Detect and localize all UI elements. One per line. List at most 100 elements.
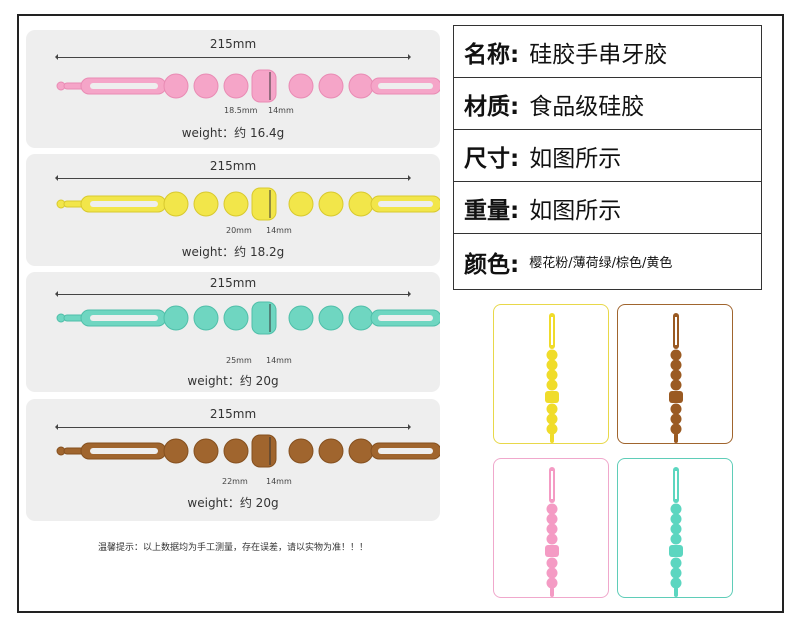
bead xyxy=(670,577,682,589)
photo-yellow xyxy=(493,304,609,444)
bead xyxy=(223,305,249,331)
bead xyxy=(193,305,219,331)
spec-row-weight: 重量: 如图所示 xyxy=(454,182,761,234)
product-card-brown: 215mm 22mm 14mm weight：约 20g xyxy=(26,399,440,521)
loop-hole xyxy=(378,201,433,207)
bead xyxy=(546,533,558,545)
spec-label: 名称: xyxy=(464,41,520,68)
spec-row-name: 名称: 硅胶手串牙胶 xyxy=(454,26,761,78)
bead xyxy=(670,349,682,361)
spec-row-material: 材质: 食品级硅胶 xyxy=(454,78,761,130)
bead xyxy=(546,577,558,589)
cord xyxy=(550,587,554,597)
spec-label: 材质: xyxy=(464,93,520,120)
bead xyxy=(670,403,682,415)
spec-label: 尺寸: xyxy=(464,145,520,172)
bead xyxy=(670,379,682,391)
length-arrow xyxy=(55,424,411,430)
bead xyxy=(670,567,682,579)
bead xyxy=(546,523,558,535)
bead xyxy=(318,305,344,331)
bead xyxy=(670,523,682,535)
center-charm xyxy=(251,301,277,335)
bead xyxy=(670,557,682,569)
product-card-yellow: 215mm 20mm 14mm weight：约 18.2g xyxy=(26,154,440,266)
cord xyxy=(674,587,678,597)
spec-label: 颜色: xyxy=(464,251,520,278)
narrow-dimension: 14mm xyxy=(266,226,292,235)
loop-hole xyxy=(675,317,677,345)
length-arrow xyxy=(55,175,411,181)
photo-mint xyxy=(617,458,733,598)
spec-row-color: 颜色: 樱花粉/薄荷绿/棕色/黄色 xyxy=(454,234,761,289)
length-arrow xyxy=(55,291,411,297)
bead xyxy=(546,349,558,361)
center-charm xyxy=(251,434,277,468)
bracelet-brown xyxy=(56,434,440,468)
bead xyxy=(670,533,682,545)
spec-row-size: 尺寸: 如图所示 xyxy=(454,130,761,182)
vertical-bracelet-image xyxy=(669,467,683,597)
bead xyxy=(670,503,682,515)
bead xyxy=(546,413,558,425)
spec-label: 重量: xyxy=(464,197,520,224)
length-label: 215mm xyxy=(209,37,257,51)
length-arrow xyxy=(55,54,411,60)
outer-frame xyxy=(17,14,784,613)
spec-value: 硅胶手串牙胶 xyxy=(529,41,668,68)
spec-value: 食品级硅胶 xyxy=(529,93,645,120)
product-card-mint: 215mm 25mm 14mm weight：约 20g xyxy=(26,272,440,392)
wide-dimension: 18.5mm xyxy=(224,106,258,115)
bead xyxy=(223,191,249,217)
bead xyxy=(163,73,189,99)
bead xyxy=(193,438,219,464)
bead xyxy=(288,438,314,464)
bracelet-yellow xyxy=(56,187,440,221)
loop-hole xyxy=(551,317,553,345)
vertical-bracelet-image xyxy=(545,313,559,443)
weight-label: weight：约 20g xyxy=(187,496,279,510)
vertical-bracelet-image xyxy=(545,467,559,597)
center-charm xyxy=(545,391,559,403)
bead xyxy=(288,73,314,99)
spec-value: 如图所示 xyxy=(529,145,622,172)
weight-label: weight：约 20g xyxy=(187,374,279,388)
wide-dimension: 25mm xyxy=(226,356,252,365)
bracelet-pink xyxy=(56,69,440,103)
loop-hole xyxy=(90,83,158,89)
bead xyxy=(348,191,374,217)
bead xyxy=(193,191,219,217)
bead xyxy=(223,438,249,464)
bead xyxy=(348,438,374,464)
loop-hole xyxy=(378,83,433,89)
bead xyxy=(670,413,682,425)
bead xyxy=(546,557,558,569)
spec-table: 名称: 硅胶手串牙胶 材质: 食品级硅胶 尺寸: 如图所示 重量: 如图所示 颜… xyxy=(453,25,762,290)
bead xyxy=(288,191,314,217)
center-charm xyxy=(669,391,683,403)
length-label: 215mm xyxy=(209,407,257,421)
bead xyxy=(546,359,558,371)
wide-dimension: 20mm xyxy=(226,226,252,235)
loop-hole xyxy=(378,315,433,321)
narrow-dimension: 14mm xyxy=(268,106,294,115)
length-label: 215mm xyxy=(209,276,257,290)
center-charm xyxy=(251,187,277,221)
wide-dimension: 22mm xyxy=(222,477,248,486)
weight-label: weight：约 18.2g xyxy=(181,245,285,259)
bead xyxy=(163,438,189,464)
bead xyxy=(163,305,189,331)
bead xyxy=(348,305,374,331)
center-charm xyxy=(251,69,277,103)
bead xyxy=(318,438,344,464)
loop-hole xyxy=(90,448,158,454)
bead xyxy=(288,305,314,331)
bead xyxy=(546,403,558,415)
bracelet-mint xyxy=(56,301,440,335)
bead xyxy=(546,503,558,515)
loop-hole xyxy=(90,201,158,207)
bead xyxy=(546,567,558,579)
bead xyxy=(193,73,219,99)
photo-brown xyxy=(617,304,733,444)
loop-hole xyxy=(378,448,433,454)
